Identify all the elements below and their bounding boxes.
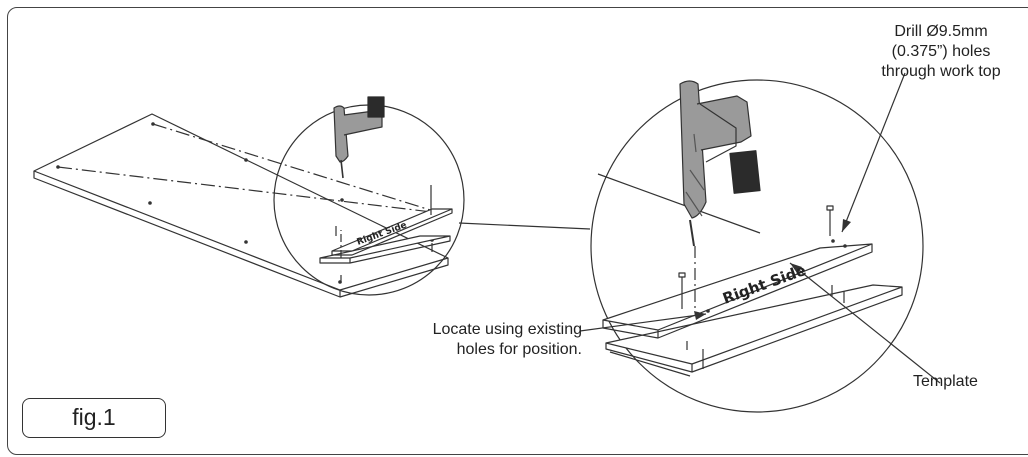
small-drill [333,96,385,179]
locate-callout: Locate using existing holes for position… [360,320,582,360]
connector-line [458,222,591,230]
drill-leader [841,72,906,233]
locate-callout-line-2: holes for position. [456,341,582,358]
large-drill [679,80,761,247]
locate-arrowhead [694,311,706,320]
drill-callout-line-2: (0.375”) holes [891,43,991,60]
perspective-line [597,173,761,234]
template-leader [789,262,941,384]
figure-label: fig.1 [22,398,166,438]
figure-frame [7,7,1028,455]
template-callout: Template [913,373,978,390]
drill-callout-line-1: Drill Ø9.5mm [894,23,988,40]
worktop [33,113,449,298]
template-arrowhead [790,263,802,273]
large-base-piece [605,284,903,377]
large-template [602,205,873,369]
locate-callout-line-1: Locate using existing [432,321,582,338]
drill-callout: Drill Ø9.5mm (0.375”) holes through work… [826,22,1028,82]
locate-leader [579,313,707,332]
drill-arrowhead [842,219,851,232]
drill-callout-line-3: through work top [881,63,1001,80]
small-template-assembly [319,185,453,283]
detail-circle-large [590,79,924,413]
